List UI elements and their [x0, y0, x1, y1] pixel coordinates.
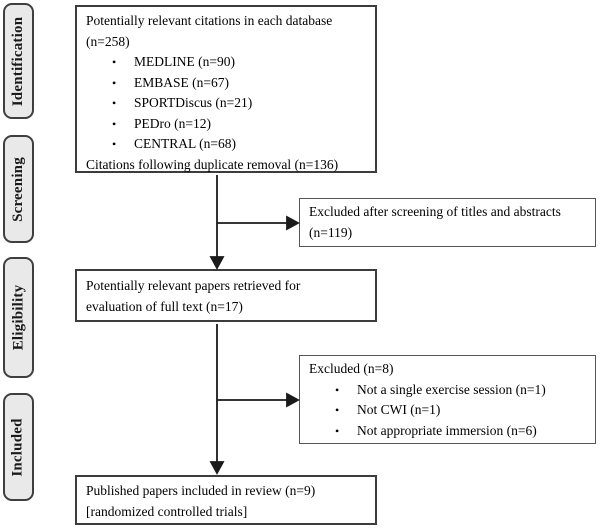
included-line1: Published papers included in review (n=9… [86, 483, 316, 498]
database-item: • CENTRAL (n=68) [86, 134, 367, 155]
database-item-text: CENTRAL (n=68) [134, 136, 236, 151]
included-line2: [randomized controlled trials] [86, 503, 248, 519]
stage-label-included: Included [3, 393, 34, 501]
exclusion-reason: • Not CWI (n=1) [309, 400, 587, 421]
stage-label-identification-text: Identification [10, 16, 26, 106]
database-item: • MEDLINE (n=90) [86, 52, 367, 73]
database-item-text: PEDro (n=12) [134, 115, 211, 131]
full-text-line2: evaluation of full text (n=17) [86, 298, 243, 314]
stage-label-identification: Identification [3, 3, 34, 119]
full-text-line1: Potentially relevant papers retrieved fo… [86, 278, 301, 293]
stage-label-included-text: Included [10, 417, 27, 477]
stage-label-eligibility-text: Eligibility [10, 284, 26, 351]
excluded-screening-line2: (n=119) [309, 224, 353, 240]
full-text-box: Potentially relevant papers retrieved fo… [75, 269, 377, 322]
exclusion-reason: • Not appropriate immersion (n=6) [309, 421, 587, 442]
exclusion-reason-text: Not CWI (n=1) [357, 402, 441, 417]
database-item-text: EMBASE (n=67) [134, 74, 229, 90]
arrowhead-down-icon [209, 461, 225, 475]
identification-footer: Citations following duplicate removal (n… [86, 156, 339, 172]
identification-line2: (n=258) [86, 33, 130, 49]
stage-label-eligibility: Eligibility [3, 257, 34, 378]
database-item-text: SPORTDiscus (n=21) [134, 95, 253, 110]
bullet-icon: • [112, 96, 117, 110]
database-item-text: MEDLINE (n=90) [134, 54, 235, 69]
identification-line1: Potentially relevant citations in each d… [86, 13, 333, 28]
bullet-icon: • [112, 137, 117, 151]
database-item: • PEDro (n=12) [86, 114, 367, 135]
included-box: Published papers included in review (n=9… [75, 475, 377, 525]
exclusion-reason: • Not a single exercise session (n=1) [309, 380, 587, 401]
excluded-screening-box: Excluded after screening of titles and a… [299, 198, 596, 247]
stage-label-screening-text: Screening [10, 156, 27, 222]
identification-box: Potentially relevant citations in each d… [75, 5, 377, 173]
exclusion-reason-text: Not a single exercise session (n=1) [357, 381, 546, 397]
stage-label-screening: Screening [3, 135, 34, 243]
bullet-icon: • [335, 423, 340, 438]
bullet-icon: • [335, 403, 340, 417]
database-item: • SPORTDiscus (n=21) [86, 93, 367, 114]
database-item: • EMBASE (n=67) [86, 73, 367, 94]
bullet-icon: • [112, 75, 117, 90]
excluded-eligibility-title: Excluded (n=8) [309, 361, 394, 376]
bullet-icon: • [112, 116, 117, 131]
excluded-eligibility-box: Excluded (n=8) • Not a single exercise se… [299, 355, 596, 444]
exclusion-reason-text: Not appropriate immersion (n=6) [357, 422, 537, 438]
bullet-icon: • [335, 382, 340, 397]
excluded-screening-line1: Excluded after screening of titles and a… [309, 204, 561, 219]
arrowhead-down-icon [209, 256, 225, 270]
arrowhead-right-icon [286, 392, 300, 408]
bullet-icon: • [112, 55, 117, 69]
arrowhead-right-icon [286, 215, 300, 231]
